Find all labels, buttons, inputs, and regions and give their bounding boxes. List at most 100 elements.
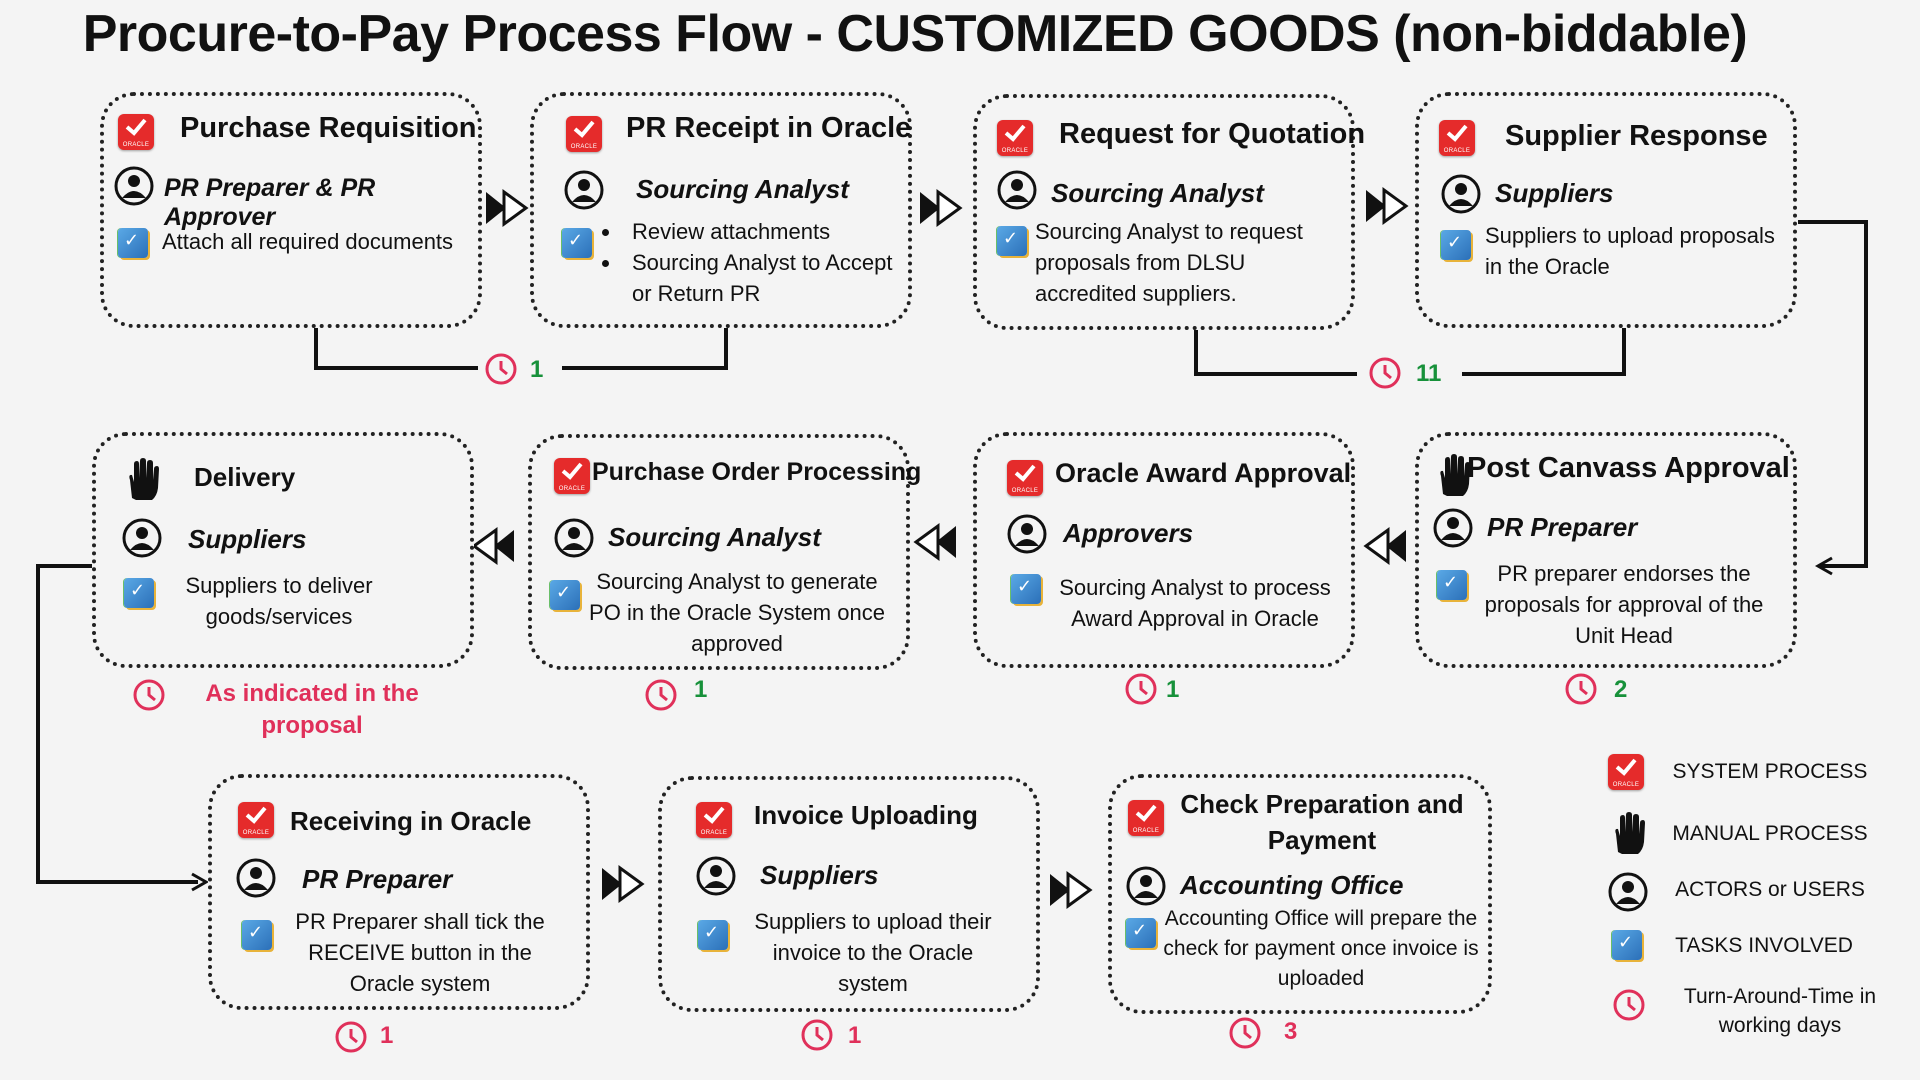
- step-actor: Suppliers: [1495, 178, 1614, 208]
- legend-label: TASKS INVOLVED: [1675, 934, 1853, 957]
- step-supplier-response: ORACLE Supplier Response Suppliers Suppl…: [1415, 92, 1797, 328]
- step-title: Check Preparation and Payment: [1180, 789, 1464, 855]
- step-receiving-in-oracle: ORACLE Receiving in Oracle PR Preparer P…: [208, 774, 590, 1010]
- tat-value: 1: [694, 676, 708, 703]
- tat-value: 1: [1166, 676, 1180, 703]
- task-icon: [562, 228, 592, 258]
- step-actor: Accounting Office: [1180, 870, 1404, 900]
- user-icon: [1126, 866, 1166, 906]
- user-icon: [1441, 174, 1481, 214]
- clock-icon: [1125, 673, 1157, 705]
- step-actor: Suppliers: [188, 524, 307, 554]
- flow-arrow-right: [920, 189, 963, 227]
- task-icon: [1437, 570, 1467, 600]
- user-icon: [696, 856, 736, 896]
- task-icon: [1011, 574, 1041, 604]
- task-item: Review attachments: [622, 216, 912, 247]
- step-task: Suppliers to upload proposals in the Ora…: [1485, 223, 1775, 279]
- step-task: Sourcing Analyst to request proposals fr…: [1035, 219, 1303, 306]
- step-title: Request for Quotation: [1059, 118, 1366, 150]
- oracle-check-icon: ORACLE: [696, 802, 732, 838]
- user-icon: [997, 170, 1037, 210]
- task-icon: [1441, 230, 1471, 260]
- step-title: Purchase Order Processing: [592, 458, 922, 486]
- task-item: Sourcing Analyst to Accept or Return PR: [622, 247, 912, 309]
- clock-icon: [133, 679, 165, 711]
- oracle-check-icon: ORACLE: [997, 120, 1033, 156]
- oracle-check-icon: ORACLE: [554, 458, 590, 494]
- user-icon: [122, 518, 162, 558]
- tat-value: 3: [1284, 1018, 1298, 1045]
- step-task: PR Preparer shall tick the RECEIVE butto…: [295, 909, 545, 996]
- user-icon: [1007, 514, 1047, 554]
- flow-arrow-right: [486, 189, 529, 227]
- step-actor: Sourcing Analyst: [636, 174, 849, 204]
- task-icon: [118, 228, 148, 258]
- task-icon: [997, 226, 1027, 256]
- step-task: Accounting Office will prepare the check…: [1163, 907, 1479, 990]
- tat-value: 11: [1416, 360, 1442, 387]
- oracle-check-icon: ORACLE: [566, 116, 602, 152]
- oracle-check-icon: ORACLE: [1608, 754, 1644, 790]
- clock-icon: [1613, 989, 1645, 1021]
- step-actor: PR Preparer: [1487, 512, 1638, 542]
- task-icon: [242, 920, 272, 950]
- step-delivery: Delivery Suppliers Suppliers to deliver …: [92, 432, 474, 668]
- flow-arrow-right: [1050, 871, 1093, 909]
- step-title: Delivery: [194, 462, 296, 492]
- step-actor: PR Preparer & PR Approver: [164, 174, 376, 231]
- legend-label: Turn-Around-Time in working days: [1683, 985, 1877, 1037]
- step-post-canvass-approval: Post Canvass Approval PR Preparer PR pre…: [1415, 432, 1797, 668]
- step-actor: Approvers: [1063, 518, 1194, 548]
- flow-arrow-left: [471, 527, 514, 565]
- oracle-check-icon: ORACLE: [1128, 800, 1164, 836]
- flow-arrow-right: [602, 865, 645, 903]
- step-task: PR preparer endorses the proposals for a…: [1484, 561, 1764, 648]
- user-icon: [554, 518, 594, 558]
- clock-icon: [645, 679, 677, 711]
- step-title: Supplier Response: [1505, 120, 1768, 152]
- step-title: PR Receipt in Oracle: [626, 112, 912, 144]
- step-title: Oracle Award Approval: [1055, 458, 1352, 488]
- step-task: Sourcing Analyst to process Award Approv…: [1059, 575, 1331, 631]
- tat-value: 1: [530, 356, 544, 383]
- step-task-list: Review attachments Sourcing Analyst to A…: [600, 216, 912, 309]
- hand-icon: [1440, 454, 1470, 496]
- page-title: Procure-to-Pay Process Flow - CUSTOMIZED…: [82, 5, 1748, 63]
- step-check-preparation: ORACLE Check Preparation and Payment Acc…: [1108, 774, 1492, 1014]
- user-icon: [236, 858, 276, 898]
- legend-label: SYSTEM PROCESS: [1672, 760, 1868, 783]
- flow-arrow-left: [913, 523, 956, 561]
- clock-icon: [1369, 357, 1401, 389]
- step-purchase-requisition: ORACLE Purchase Requisition PR Preparer …: [100, 92, 482, 328]
- oracle-check-icon: ORACLE: [238, 802, 274, 838]
- legend-label: ACTORS or USERS: [1675, 878, 1865, 901]
- user-icon: [114, 166, 154, 206]
- tat-value: As indicated in the proposal: [205, 680, 419, 739]
- step-request-for-quotation: ORACLE Request for Quotation Sourcing An…: [973, 94, 1365, 330]
- legend-label: MANUAL PROCESS: [1672, 822, 1868, 845]
- flow-arrow-right: [1366, 187, 1409, 225]
- step-actor: Suppliers: [760, 860, 879, 890]
- user-icon: [564, 170, 604, 210]
- tat-value: 1: [380, 1022, 394, 1049]
- step-purchase-order-processing: ORACLE Purchase Order Processing Sourcin…: [528, 434, 921, 670]
- tat-value: 1: [848, 1022, 862, 1049]
- step-pr-receipt: ORACLE PR Receipt in Oracle Sourcing Ana…: [530, 92, 912, 328]
- step-title: Invoice Uploading: [754, 800, 978, 830]
- task-icon: [124, 578, 154, 608]
- clock-icon: [335, 1021, 367, 1053]
- clock-icon: [801, 1019, 833, 1051]
- clock-icon: [485, 353, 517, 385]
- step-task: Suppliers to deliver goods/services: [185, 573, 373, 629]
- step-title: Purchase Requisition: [180, 112, 477, 144]
- task-icon: [550, 580, 580, 610]
- flow-arrow-left: [1363, 527, 1406, 565]
- clock-icon: [1565, 673, 1597, 705]
- oracle-check-icon: ORACLE: [1007, 460, 1043, 496]
- task-icon: [1126, 918, 1156, 948]
- step-invoice-uploading: ORACLE Invoice Uploading Suppliers Suppl…: [658, 776, 1040, 1012]
- task-icon: [1612, 930, 1642, 960]
- step-actor: PR Preparer: [302, 864, 453, 894]
- step-oracle-award-approval: ORACLE Oracle Award Approval Approvers S…: [973, 432, 1355, 668]
